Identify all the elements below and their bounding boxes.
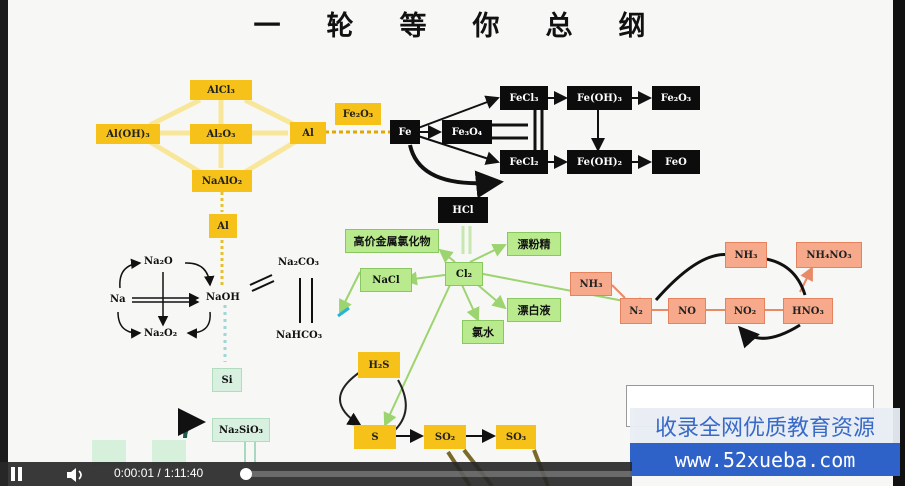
fecl2-node: FeCl₂ <box>500 150 548 174</box>
hcl-node: HCl <box>438 197 488 223</box>
fe3o4-node: Fe₃O₄ <box>442 120 492 144</box>
nh4no3-node: NH₄NO₃ <box>796 242 862 268</box>
si-node: Si <box>212 368 242 392</box>
n2-node: N₂ <box>620 298 652 324</box>
h2s-node: H₂S <box>358 352 400 378</box>
volume-button[interactable] <box>66 467 86 482</box>
playback-time: 0:00:01 / 1:11:40 <box>114 466 204 480</box>
fe2o3-product-node: Fe₂O₃ <box>652 86 700 110</box>
watermark-url: www.52xueba.com <box>630 443 900 476</box>
partial-node-left <box>92 440 126 466</box>
feoh3-node: Fe(OH)₃ <box>567 86 632 110</box>
watermark-banner: 收录全网优质教育资源 <box>630 408 900 443</box>
nh3-top-node: NH₃ <box>725 242 767 268</box>
alcl3-node: AlCl₃ <box>190 80 252 100</box>
right-frame-border <box>893 0 905 486</box>
al-node: Al <box>290 122 326 144</box>
naoh-label: NaOH <box>206 292 240 303</box>
slide-title: 一轮等你总纲 <box>253 11 692 42</box>
feoh2-node: Fe(OH)₂ <box>567 150 632 174</box>
seek-bar[interactable] <box>246 471 632 477</box>
na-label: Na <box>110 294 126 305</box>
feo-node: FeO <box>652 150 700 174</box>
fe2o3-reactant-node: Fe₂O₃ <box>335 103 381 125</box>
s-node: S <box>354 425 396 449</box>
nacl-node: NaCl <box>360 268 412 292</box>
left-frame-border <box>0 0 8 486</box>
no-node: NO <box>668 298 706 324</box>
pause-button[interactable] <box>10 467 24 481</box>
fe-node: Fe <box>390 120 420 144</box>
volume-icon <box>67 468 82 482</box>
chlorine-water-node: 氯水 <box>462 320 504 344</box>
pause-icon <box>11 467 15 481</box>
na2o-label: Na₂O <box>144 256 173 267</box>
al-lower-node: Al <box>209 214 237 238</box>
fecl3-node: FeCl₃ <box>500 86 548 110</box>
na2sio3-node: Na₂SiO₃ <box>212 418 270 442</box>
na2co3-label: Na₂CO₃ <box>278 257 320 268</box>
so3-node: SO₃ <box>496 425 536 449</box>
al2o3-node: Al₂O₃ <box>190 124 252 144</box>
so2-node: SO₂ <box>424 425 466 449</box>
no2-node: NO₂ <box>725 298 765 324</box>
hno3-node: HNO₃ <box>783 298 833 324</box>
cl2-node: Cl₂ <box>445 262 483 286</box>
nahco3-label: NaHCO₃ <box>276 330 323 341</box>
naalo2-node: NaAlO₂ <box>192 170 252 192</box>
aloh3-node: Al(OH)₃ <box>96 124 160 144</box>
na2o2-label: Na₂O₂ <box>144 328 178 339</box>
metal-chloride-node: 高价金属氯化物 <box>345 229 439 253</box>
video-control-bar: 0:00:01 / 1:11:40 <box>0 462 632 486</box>
nh3-left-node: NH₃ <box>570 272 612 296</box>
seek-handle[interactable] <box>240 468 252 480</box>
bleach-powder-node: 漂粉精 <box>507 232 561 256</box>
partial-node-right <box>152 440 186 466</box>
bleach-liquid-node: 漂白液 <box>507 298 561 322</box>
